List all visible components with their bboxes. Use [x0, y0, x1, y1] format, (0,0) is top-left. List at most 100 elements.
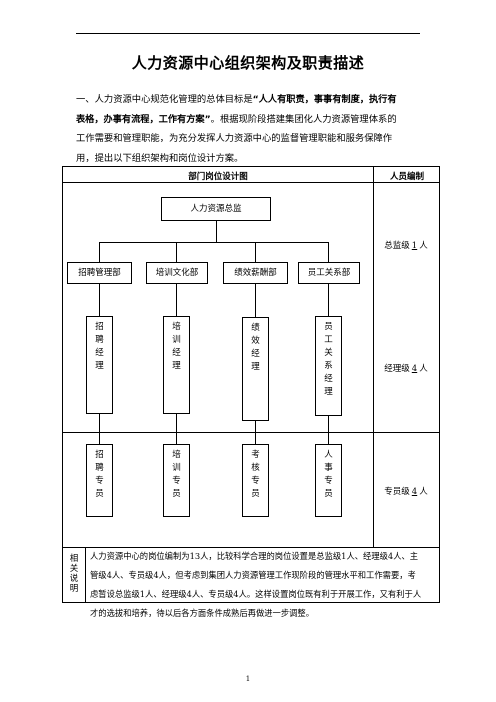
specialist-box-training: 培 训 专 员	[163, 444, 190, 517]
page-title: 人力资源中心组织架构及职责描述	[131, 54, 365, 72]
notes-label-c3: 说	[69, 574, 79, 584]
mgr2-c2: 训	[172, 335, 181, 345]
notes-label: 相 关 说 明	[67, 554, 81, 594]
spec3-c2: 核	[251, 463, 260, 473]
mgr1-c3: 经	[95, 348, 104, 358]
mgr4-c2: 工	[324, 335, 333, 345]
intro-paragraph: 一、人力资源中心规范化管理的总体目标是“人人有职责，事事有制度，执行有 表格，办…	[76, 90, 422, 168]
specialist-box-assessment: 考 核 专 员	[242, 444, 269, 517]
connector-mgr-2	[176, 284, 177, 316]
connector-mgr-1	[99, 284, 100, 316]
spec4-c1: 人	[324, 450, 333, 460]
spec1-c2: 聘	[95, 463, 104, 473]
connector-spec-1	[99, 414, 100, 444]
manager-box-recruitment: 招 聘 经 理	[86, 316, 113, 414]
staff-manager-unit: 人	[419, 364, 428, 374]
notes-label-c4: 明	[69, 584, 79, 594]
mgr4-c6: 理	[324, 387, 333, 397]
mgr2-c3: 经	[172, 348, 181, 358]
staff-specialist-count: 4	[411, 487, 418, 497]
dept-box-training: 培训文化部	[146, 262, 208, 284]
intro-bold-1: “人人有职责，事事有制度，执行有	[252, 94, 397, 105]
spec1-c4: 员	[95, 489, 104, 499]
staff-director-count: 1	[411, 241, 418, 251]
mgr1-c1: 招	[95, 322, 104, 332]
staff-specialist-unit: 人	[419, 487, 428, 497]
mgr3-c3: 经	[251, 349, 260, 359]
header-design: 部门岗位设计图	[188, 172, 248, 182]
spec4-c2: 事	[324, 463, 333, 473]
specialist-box-personnel: 人 事 专 员	[315, 444, 342, 517]
connector-spec-4	[328, 416, 329, 444]
intro-text-3: 工作需要和管理职能，为充分发挥人力资源中心的监督管理职能和服务保障作	[76, 133, 393, 144]
spec1-c1: 招	[95, 450, 104, 460]
staff-manager-label: 经理级	[384, 364, 410, 374]
staff-manager-count: 4	[411, 364, 418, 374]
intro-bold-2: 表格，办事有流程，工作有方案”	[76, 113, 211, 125]
mgr4-c1: 员	[324, 322, 333, 332]
column-divider	[373, 167, 374, 548]
intro-text-2: 。根据现阶段搭建集团化人力资源管理体系的	[210, 113, 397, 125]
mgr3-c1: 绩	[251, 323, 260, 333]
mgr3-c4: 理	[251, 362, 260, 372]
spec3-c3: 专	[251, 476, 260, 486]
connector-root	[216, 221, 217, 242]
manager-box-training: 培 训 经 理	[163, 316, 190, 414]
connector-dept-3	[255, 242, 256, 262]
connector-dept-4	[328, 242, 329, 262]
header-divider	[63, 182, 439, 183]
manager-box-performance: 绩 效 经 理	[242, 317, 269, 421]
notes-line-3: 虑暂设总监级1人、经理级4人、专员级4人。这样设置岗位既有利于开展工作，又有利于…	[90, 589, 422, 599]
intro-text-1: 一、人力资源中心规范化管理的总体目标是	[76, 94, 253, 105]
staff-director-label: 总监级	[384, 241, 410, 251]
mgr2-c1: 培	[172, 322, 181, 332]
staff-director-unit: 人	[419, 241, 428, 251]
spec3-c1: 考	[251, 450, 260, 460]
header-rule	[76, 33, 420, 34]
notes-label-c1: 相	[69, 554, 79, 564]
page-number: 1	[245, 675, 251, 683]
mgr3-c2: 效	[251, 336, 260, 346]
connector-dept-1	[99, 242, 100, 262]
staff-specialist-label: 专员级	[384, 487, 410, 497]
connector-spec-2	[176, 414, 177, 444]
mgr1-c2: 聘	[95, 335, 104, 345]
director-box: 人力资源总监	[161, 197, 271, 221]
row-divider-specialist	[63, 432, 439, 433]
spec2-c4: 员	[172, 489, 181, 499]
intro-text-4: 用，提出以下组织架构和岗位设计方案。	[76, 152, 244, 164]
notes-line-2: 管级4人、专员级4人，但考虑到集团人力资源管理工作现阶段的管理水平和工作需要，考	[90, 570, 416, 580]
spec2-c3: 专	[172, 476, 181, 486]
spec1-c3: 专	[95, 476, 104, 486]
notes-label-c2: 关	[69, 564, 79, 574]
connector-dept-2	[176, 242, 177, 262]
connector-mgr-4	[328, 284, 329, 316]
notes-text: 人力资源中心的岗位编制为13人，比较科学合理的岗位设置是总监级1人、经理级4人、…	[90, 547, 440, 623]
notes-label-divider	[85, 547, 86, 602]
specialist-box-recruitment: 招 聘 专 员	[86, 444, 113, 517]
mgr4-c5: 经	[324, 374, 333, 384]
mgr4-c3: 关	[324, 348, 333, 358]
dept-box-performance: 绩效薪酬部	[223, 262, 288, 284]
connector-horizontal	[99, 242, 328, 243]
mgr4-c4: 系	[324, 361, 333, 371]
org-table: 部门岗位设计图 人员编制 人力资源总监 招聘管理部 培训文化部 绩效薪酬部 员工…	[62, 166, 440, 618]
manager-box-relations: 员 工 关 系 经 理	[315, 316, 342, 416]
dept-box-relations: 员工关系部	[298, 262, 360, 284]
connector-mgr-3	[255, 284, 256, 317]
spec3-c4: 员	[251, 489, 260, 499]
spec2-c2: 训	[172, 463, 181, 473]
notes-line-4: 才的选拔和培养，待以后各方面条件成熟后再做进一步调整。	[90, 608, 315, 618]
row-divider-notes	[63, 547, 439, 548]
spec4-c3: 专	[324, 476, 333, 486]
spec2-c1: 培	[172, 450, 181, 460]
mgr2-c4: 理	[172, 361, 181, 371]
dept-box-recruitment: 招聘管理部	[67, 262, 132, 284]
notes-line-1: 人力资源中心的岗位编制为13人，比较科学合理的岗位设置是总监级1人、经理级4人、…	[90, 551, 419, 561]
mgr1-c4: 理	[95, 361, 104, 371]
spec4-c4: 员	[324, 489, 333, 499]
connector-spec-3	[255, 421, 256, 444]
